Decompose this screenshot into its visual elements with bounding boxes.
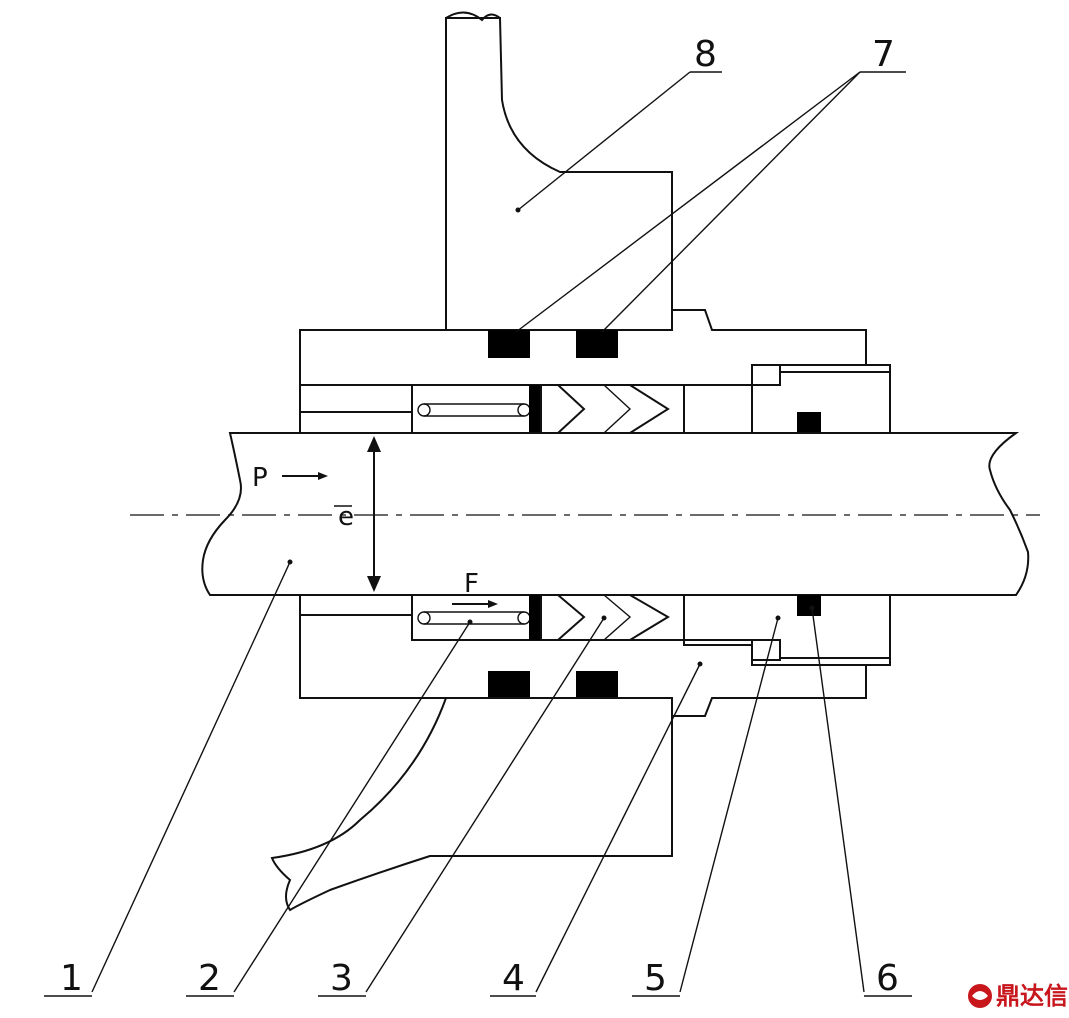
part-label-7: 7 (872, 34, 895, 75)
watermark-logo: 鼎达信 (968, 982, 1068, 1010)
part-label-6: 6 (876, 958, 899, 999)
pressure-label: P (252, 463, 268, 493)
spring-upper (411, 384, 533, 434)
part-label-3: 3 (330, 958, 353, 999)
part-label-8: 8 (694, 34, 717, 75)
shaft (130, 432, 1040, 596)
pressure-arrow: P (252, 463, 328, 493)
packing-upper (540, 384, 685, 434)
spring-lower (411, 594, 533, 641)
gland-oring-upper (797, 412, 821, 433)
gland-upper (683, 364, 891, 434)
force-arrow: F (452, 569, 498, 608)
oring-upper-right (576, 330, 618, 358)
diameter-symbol: e (338, 502, 354, 532)
gland-oring-lower (797, 595, 821, 616)
part-label-4: 4 (502, 958, 525, 999)
oring-lower-left (488, 671, 530, 699)
gland-lower (683, 594, 891, 666)
packing-lower (540, 594, 685, 641)
oring-upper-left (488, 330, 530, 358)
leader-lines (44, 71, 912, 997)
oring-lower-right (576, 671, 618, 699)
housing-lower (270, 697, 673, 912)
watermark-text: 鼎达信 (996, 982, 1068, 1010)
washer-upper (529, 385, 541, 433)
force-label: F (464, 569, 479, 599)
washer-lower (529, 595, 541, 640)
part-label-1: 1 (60, 958, 83, 999)
part-label-2: 2 (198, 958, 221, 999)
housing-upper (445, 11, 673, 331)
part-label-5: 5 (644, 958, 667, 999)
